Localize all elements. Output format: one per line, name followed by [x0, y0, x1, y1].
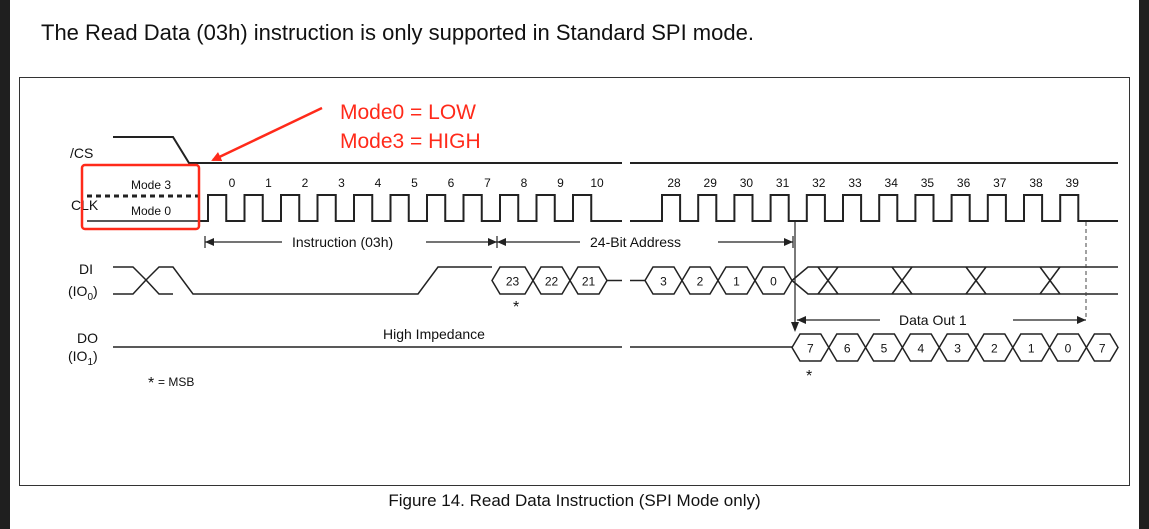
do-bit-label: 1 — [1028, 342, 1035, 356]
clock-number: 6 — [448, 176, 455, 190]
figure-caption: Figure 14. Read Data Instruction (SPI Mo… — [388, 491, 761, 510]
clock-number: 10 — [590, 176, 604, 190]
high-impedance-label: High Impedance — [383, 326, 485, 342]
di-bit-label: 0 — [770, 275, 777, 289]
do-bit-label: 3 — [954, 342, 961, 356]
di-dontcare-x — [1039, 266, 1061, 295]
do-io-label: (IO1) — [68, 348, 98, 368]
do-bit-label: 7 — [807, 342, 814, 356]
do-label: DO — [77, 330, 98, 346]
di-bit-label: 21 — [582, 275, 596, 289]
di-bit-label: 22 — [545, 275, 559, 289]
mode0-label: Mode 0 — [131, 204, 171, 218]
mode3-label: Mode 3 — [131, 178, 171, 192]
clock-number: 8 — [521, 176, 528, 190]
di-dontcare-top — [791, 266, 1118, 282]
di-io-prefix: (IO — [68, 283, 88, 299]
mode-highlight-box — [80, 163, 201, 231]
di-dontcare-bottom — [791, 279, 1118, 295]
legend-msb-text: = MSB — [158, 375, 194, 389]
address-arrowhead-left — [497, 238, 506, 246]
clock-number: 30 — [740, 176, 754, 190]
clock-number: 4 — [375, 176, 382, 190]
data-out-label: Data Out 1 — [899, 312, 967, 328]
do-bit-label: 6 — [844, 342, 851, 356]
do-io-index: 1 — [87, 357, 93, 368]
instruction-label: Instruction (03h) — [292, 234, 393, 250]
annotation-line-1: Mode0 = LOW — [340, 101, 476, 124]
instruction-arrowhead-right — [488, 238, 497, 246]
clk-waveform — [199, 194, 1118, 222]
clock-number: 29 — [704, 176, 718, 190]
di-bit-label: 3 — [660, 275, 667, 289]
data-out-arrowhead-right — [1077, 316, 1086, 324]
do-bit — [1085, 333, 1119, 362]
clock-number: 9 — [557, 176, 564, 190]
annotation-line-2: Mode3 = HIGH — [340, 130, 481, 153]
figure-frame — [19, 77, 1130, 486]
clock-number: 38 — [1029, 176, 1043, 190]
annotation-arrow — [211, 106, 323, 162]
di-io-index: 0 — [87, 292, 93, 303]
clock-number: 33 — [848, 176, 862, 190]
do-bit-label: 2 — [991, 342, 998, 356]
do-msb-marker: * — [806, 368, 812, 385]
clock-number: 2 — [302, 176, 309, 190]
clock-number: 1 — [265, 176, 272, 190]
di-bit-label: 2 — [697, 275, 704, 289]
di-io-label: (IO0) — [68, 283, 98, 303]
do-bit-label: 7 — [1099, 342, 1106, 356]
address-arrowhead-right — [784, 238, 793, 246]
di-dontcare-x — [965, 266, 987, 295]
clk-pulses-segment-1 — [199, 194, 622, 222]
do-io-prefix: (IO — [68, 348, 88, 364]
di-io-close: ) — [93, 283, 98, 299]
intro-caption: The Read Data (03h) instruction is only … — [41, 20, 754, 45]
di-bit-label: 1 — [733, 275, 740, 289]
address-label: 24-Bit Address — [590, 234, 681, 250]
do-io-close: ) — [93, 348, 98, 364]
clock-number: 28 — [667, 176, 681, 190]
data-out-arrowhead-left — [797, 316, 806, 324]
clock-number: 32 — [812, 176, 826, 190]
document: The Read Data (03h) instruction is only … — [10, 0, 1139, 529]
di-prefix-top — [113, 266, 492, 295]
legend-star: * — [148, 375, 154, 392]
do-bit-label: 4 — [917, 342, 924, 356]
transition-marker-arrow — [791, 322, 799, 332]
di-prefix-bottom — [113, 278, 173, 295]
instruction-arrowhead-left — [205, 238, 214, 246]
clock-number: 36 — [957, 176, 971, 190]
cs-label: /CS — [70, 145, 93, 161]
di-dontcare-x — [891, 266, 913, 295]
clk-pulses-segment-2 — [630, 194, 1118, 222]
clock-number: 37 — [993, 176, 1007, 190]
clock-number: 0 — [229, 176, 236, 190]
clock-number: 34 — [885, 176, 899, 190]
di-label: DI — [79, 261, 93, 277]
do-bit-label: 0 — [1065, 342, 1072, 356]
di-bit-label: 23 — [506, 275, 520, 289]
cs-waveform — [113, 136, 622, 164]
clock-number: 5 — [411, 176, 418, 190]
do-bit-label: 5 — [881, 342, 888, 356]
clock-number: 7 — [484, 176, 491, 190]
do-data-bits: 7 6 5 4 3 2 1 0 7 — [791, 333, 1119, 362]
clock-number: 31 — [776, 176, 790, 190]
clock-number: 3 — [338, 176, 345, 190]
clk-label: CLK — [71, 197, 99, 213]
di-msb-marker: * — [513, 299, 519, 316]
clock-number: 35 — [921, 176, 935, 190]
clock-number: 39 — [1066, 176, 1080, 190]
di-dontcare-x — [817, 266, 839, 295]
